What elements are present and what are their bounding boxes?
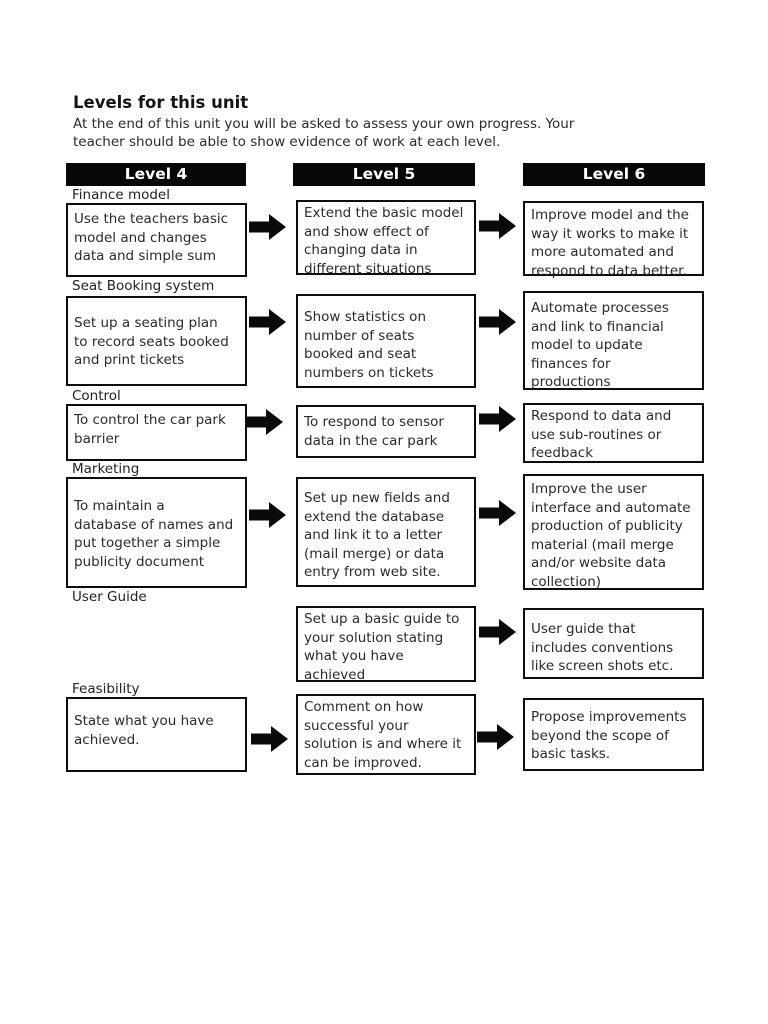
flow-arrow-icon [251,725,289,753]
flow-arrow-icon [249,213,287,241]
cell-control-level6: Respond to data and use sub-routines or … [523,403,704,463]
flow-arrow-icon [249,308,287,336]
cell-seat-level6: Automate processes and link to financial… [523,291,704,390]
flow-arrow-icon [477,723,515,751]
category-seat-booking: Seat Booking system [72,278,215,294]
category-user-guide: User Guide [72,589,147,605]
cell-marketing-level6: Improve the user interface and automate … [523,474,704,590]
cell-feasibility-level4: State what you have achieved. [66,697,247,772]
flow-arrow-icon [479,405,517,433]
cell-marketing-level5: Set up new fields and extend the databas… [296,477,476,587]
category-control: Control [72,388,121,404]
cell-finance-level6: Improve model and the way it works to ma… [523,201,704,279]
header-level-4: Level 4 [66,163,246,186]
cell-feasibility-level6: Propose improvements beyond the scope of… [523,698,704,771]
header-level-5: Level 5 [293,163,475,186]
flow-arrow-icon [479,618,517,646]
cell-seat-level4: Set up a seating plan to record seats bo… [66,296,247,386]
category-finance-model: Finance model [72,187,170,203]
flow-arrow-icon [479,499,517,527]
page-title: Levels for this unit [73,93,249,112]
cell-marketing-level4: To maintain a database of names and put … [66,477,247,588]
flow-arrow-icon [249,501,287,529]
cell-seat-level5: Show statistics on number of seats booke… [296,294,476,388]
header-level-6: Level 6 [523,163,705,186]
intro-text: At the end of this unit you will be aske… [73,116,575,150]
cell-userguide-level5: Set up a basic guide to your solution st… [296,606,476,683]
flow-arrow-icon [479,308,517,336]
cell-control-level4: To control the car park barrier [66,404,247,461]
cell-feasibility-level5: Comment on how successful your solution … [296,694,476,775]
cell-finance-level4: Use the teachers basic model and changes… [66,203,247,277]
cell-userguide-level6: User guide that includes conventions lik… [523,608,704,679]
flow-arrow-icon [246,408,284,436]
flow-arrow-icon [479,212,517,240]
category-feasibility: Feasibility [72,681,140,697]
cell-control-level5: To respond to sensor data in the car par… [296,405,476,458]
cell-finance-level5: Extend the basic model and show effect o… [296,200,476,277]
category-marketing: Marketing [72,461,140,477]
